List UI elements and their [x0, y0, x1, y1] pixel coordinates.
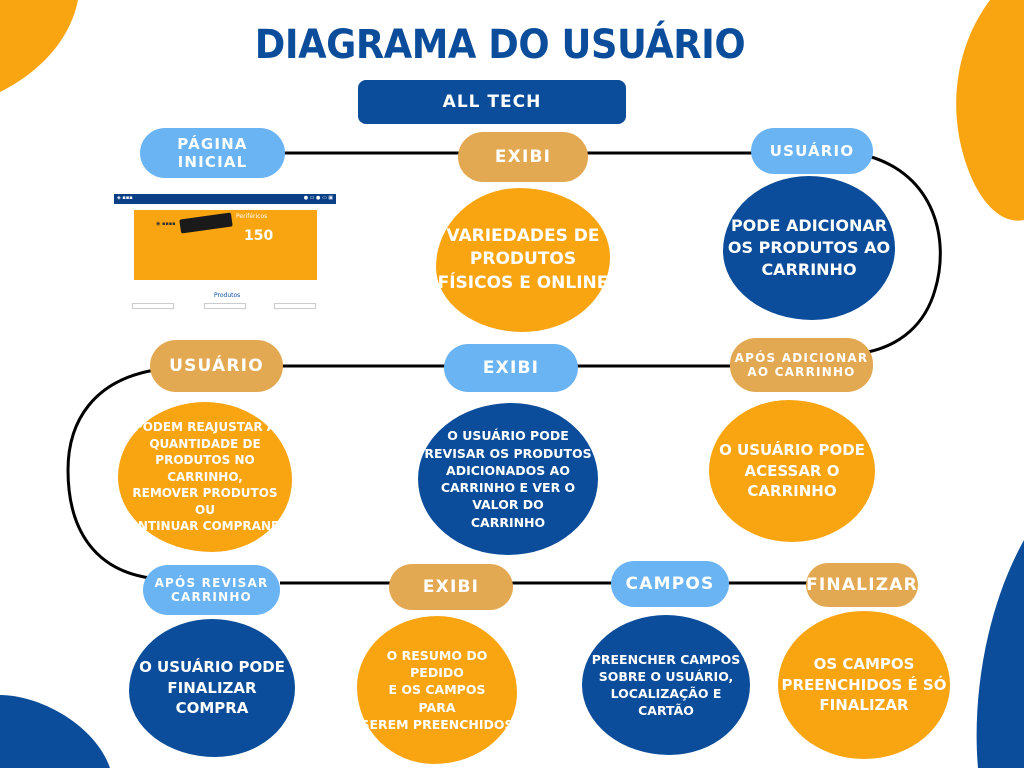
blob-reajustar: PODEM REAJUSTAR A QUANTIDADE DE PRODUTOS… — [118, 402, 292, 552]
screenshot-nav-bar — [114, 194, 336, 204]
screenshot-section-title: Produtos — [214, 292, 241, 299]
blob-revisar: O USUÁRIO PODE REVISAR OS PRODUTOS ADICI… — [418, 403, 598, 555]
brand-badge: ALL TECH — [358, 80, 626, 124]
blob-resumo-pedido: O RESUMO DO PEDIDO E OS CAMPOS PARA SERE… — [357, 616, 517, 764]
screenshot-nav-icons: ● ▭ ● ▭ ▣ — [303, 195, 333, 201]
homepage-screenshot: ◈ ▪▪▪ ● ▭ ● ▭ ▣ ◉ ▪▪▪▪ Periféricos 150 P… — [114, 194, 336, 309]
screenshot-logo: ◈ ▪▪▪ — [117, 195, 133, 201]
pill-pagina-inicial: PÁGINA INICIAL — [140, 128, 285, 178]
blob-campos-preenchidos: OS CAMPOS PREENCHIDOS É SÓ FINALIZAR — [778, 611, 950, 759]
page-title: DIAGRAMA DO USUÁRIO — [254, 22, 746, 68]
screenshot-brand-mark: ◉ ▪▪▪▪ — [156, 221, 176, 227]
pill-exibi-2: EXIBI — [444, 344, 578, 392]
screenshot-banner-category: Periféricos — [236, 213, 268, 220]
blob-adicionar-carrinho: PODE ADICIONAR OS PRODUTOS AO CARRINHO — [723, 176, 895, 320]
blob-variedades: VARIEDADES DE PRODUTOS FÍSICOS E ONLINE — [436, 188, 610, 332]
screenshot-banner-price: 150 — [244, 228, 274, 244]
blob-preencher-campos: PREENCHER CAMPOS SOBRE O USUÁRIO, LOCALI… — [582, 615, 750, 755]
screenshot-card — [132, 303, 174, 309]
pill-usuario-1: USUÁRIO — [751, 128, 873, 174]
pill-exibi-3: EXIBI — [389, 564, 513, 610]
pill-finalizar: FINALIZAR — [806, 563, 918, 607]
blob-finalizar-compra: O USUÁRIO PODE FINALIZAR COMPRA — [129, 619, 295, 757]
blob-acessar-carrinho: O USUÁRIO PODE ACESSAR O CARRINHO — [709, 400, 875, 542]
screenshot-card — [274, 303, 316, 309]
pill-apos-adicionar: APÓS ADICIONAR AO CARRINHO — [730, 338, 873, 392]
pill-campos: CAMPOS — [611, 561, 729, 607]
screenshot-card — [204, 303, 246, 309]
pill-exibi-1: EXIBI — [458, 132, 588, 182]
pill-apos-revisar: APÓS REVISAR CARRINHO — [143, 565, 280, 615]
pill-usuario-2: USUÁRIO — [150, 340, 283, 392]
